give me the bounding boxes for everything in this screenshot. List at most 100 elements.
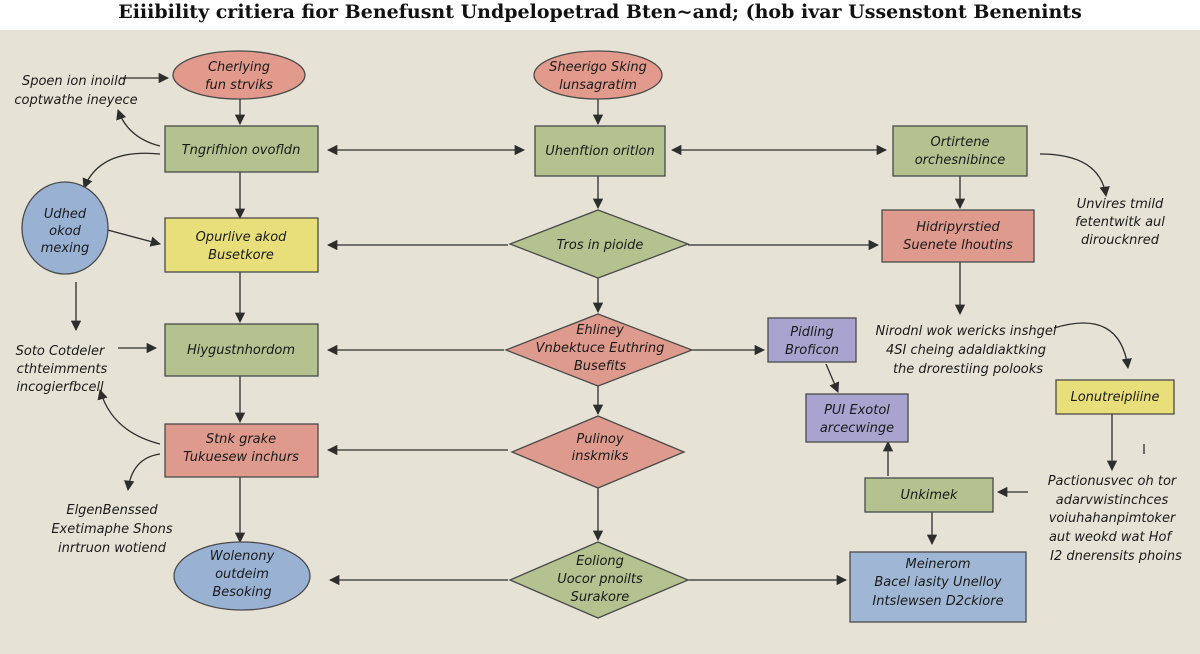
node-label: mexing [41, 241, 89, 256]
node-label: Stnk grake [206, 432, 276, 447]
node-shape [1055, 379, 1175, 415]
note-text: ElgenBenssed [66, 503, 158, 518]
node-shape [805, 393, 909, 443]
node-center-diamond-3: Pulinoy inskmiks [510, 415, 686, 489]
node-label: PUI Exotol [824, 403, 890, 418]
note-text: fetentwitk aul [1075, 215, 1165, 230]
node-label: Sheerigo Sking [549, 60, 647, 75]
node-label: Hiygustnhordom [187, 343, 295, 358]
node-left-box-4: Stnk grake Tukuesew inchurs [164, 423, 319, 478]
node-right-box-1: Ortirtene orchesnibince [892, 125, 1028, 177]
connector [825, 363, 840, 393]
node-shape [892, 125, 1028, 177]
node-shape [510, 415, 686, 489]
note-text: incogierfbcell [16, 380, 104, 395]
note-right-1: Unvires tmild fetentwitk aul diroucknred [1075, 197, 1165, 248]
node-label: Suenete lhoutins [903, 238, 1013, 253]
node-center-diamond-1: Tros in pioide [508, 209, 690, 279]
note-left-mid: Soto Cotdeler cthteimments incogierfbcel… [16, 344, 108, 395]
node-label: Ortirtene [931, 135, 990, 150]
note-text: inrtruon wotiend [58, 541, 167, 556]
node-label: Hidripyrstied [916, 220, 1000, 235]
node-purple-box-2: PUI Exotol arcecwinge [805, 393, 909, 443]
note-text: Exetimaphe Shons [51, 522, 173, 537]
node-top-center-oval: Sheerigo Sking lunsagratim [533, 50, 663, 100]
node-label: orchesnibince [915, 153, 1006, 168]
note-text: adarvwistinchces [1056, 493, 1169, 508]
note-left-top: Spoen ion inoild coptwathe ineyece [14, 74, 137, 108]
node-label: Uhenftion oritlon [545, 144, 654, 159]
node-label: arcecwinge [820, 421, 894, 436]
node-label: Pulinoy [576, 432, 623, 447]
node-right-yellow-box: Lonutreipliine [1055, 379, 1175, 415]
node-label: Tukuesew inchurs [183, 450, 299, 465]
node-label: Vnbektuce Euthring [536, 341, 665, 356]
node-label: Opurlive akod [196, 230, 288, 245]
node-shape [164, 125, 319, 173]
note-text: diroucknred [1081, 233, 1160, 248]
node-shape [508, 541, 690, 619]
note-left-bottom: ElgenBenssed Exetimaphe Shons inrtruon w… [51, 503, 173, 556]
node-center-diamond-2: Ehliney Vnbektuce Euthring Busefits [504, 313, 694, 387]
node-bottom-left-oval: Wolenony outdeim Besoking [173, 541, 311, 611]
note-text: 4SI cheing adaldiaktking [886, 343, 1046, 358]
node-label: Intslewsen D2ckiore [872, 594, 1003, 609]
node-shape [172, 50, 306, 100]
node-shape [508, 209, 690, 279]
note-text: cthteimments [17, 362, 108, 377]
node-label: lunsagratim [559, 78, 637, 93]
node-label: Besoking [212, 585, 271, 600]
connector [82, 152, 161, 189]
node-label: Uocor pnoilts [557, 572, 643, 587]
note-text: the drorestiing polooks [893, 362, 1043, 377]
node-shape [533, 50, 663, 100]
connector [1053, 322, 1132, 370]
node-label: Udhed [44, 207, 87, 222]
node-left-box-2: Opurlive akod Busetkore [164, 217, 319, 273]
node-label: Bacel iasity Unelloy [874, 575, 1002, 590]
node-shape [849, 551, 1027, 623]
node-shape [881, 209, 1035, 263]
node-shape [767, 317, 857, 363]
node-purple-box-1: Pidling Broficon [767, 317, 857, 363]
node-shape [173, 541, 311, 611]
node-bottom-right-box: Meinerom Bacel iasity Unelloy Intslewsen… [849, 551, 1027, 623]
node-shape [164, 323, 319, 377]
node-shape [164, 217, 319, 273]
node-label: Meinerom [905, 557, 970, 572]
node-label: outdeim [215, 567, 269, 582]
node-left-box-3: Hiygustnhordom [164, 323, 319, 377]
node-right-box-2: Hidripyrstied Suenete lhoutins [881, 209, 1035, 263]
note-right-3: Pactionusvec oh tor adarvwistinchces voi… [1048, 474, 1182, 564]
node-shape [534, 125, 666, 177]
node-green-small-box: Unkimek [864, 477, 994, 513]
node-label: Pidling [790, 325, 833, 340]
node-label: fun strviks [205, 78, 273, 93]
node-label: Busefits [574, 359, 626, 374]
connector [124, 453, 161, 492]
node-label: Cherlying [208, 60, 270, 75]
note-text: Nirodnl wok wericks inshgel [875, 324, 1056, 339]
node-shape [21, 181, 109, 275]
note-text: voiuhahanpimtoker [1049, 511, 1177, 526]
node-label: Lonutreipliine [1070, 390, 1159, 405]
node-center-diamond-4: Eoliong Uocor pnoilts Surakore [508, 541, 690, 619]
node-label: okod [49, 224, 81, 239]
node-shape [504, 313, 694, 387]
node-shape [864, 477, 994, 513]
note-right-2: Nirodnl wok wericks inshgel 4SI cheing a… [875, 324, 1056, 377]
title-bar: Eiiibility critiera fior Benefusnt Undpe… [0, 0, 1200, 30]
node-label: Surakore [571, 590, 630, 605]
flowchart: Cherlying fun strviks Sheerigo Sking lun… [14, 50, 1182, 623]
note-text: I2 dnerensits phoins [1050, 549, 1182, 564]
note-text: Unvires tmild [1077, 197, 1164, 212]
connector [1039, 153, 1110, 198]
node-center-box-1: Uhenftion oritlon [534, 125, 666, 177]
note-text: coptwathe ineyece [14, 93, 137, 108]
note-text: aut weokd wat Hof [1049, 530, 1173, 545]
connectors [69, 72, 1145, 586]
node-label: Busetkore [208, 248, 274, 263]
node-left-box-1: Tngrifhion ovofldn [164, 125, 319, 173]
node-label: Tngrifhion ovofldn [182, 143, 301, 158]
